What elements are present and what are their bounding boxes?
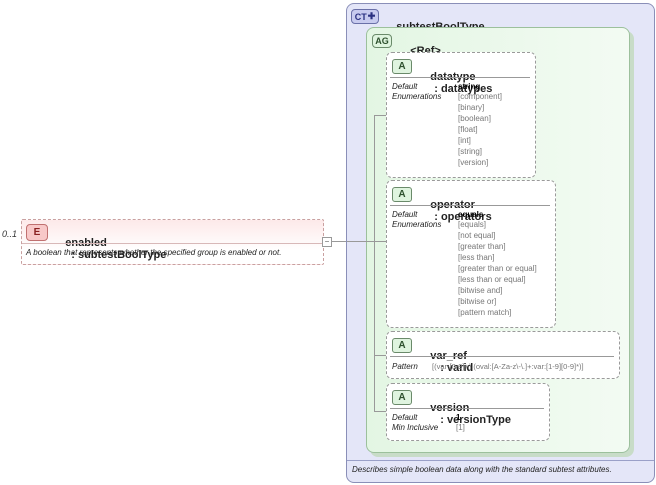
- element-type: : subtestBoolType: [71, 249, 167, 261]
- attribute-badge: A: [392, 187, 412, 202]
- default-value: 1: [456, 413, 461, 422]
- enumerations-label: Enumerations: [392, 92, 442, 101]
- attribute-type: : varid: [440, 362, 474, 374]
- enum-value: [less than]: [458, 253, 495, 262]
- attribute-operator[interactable]: A operator : operators Default equals En…: [386, 180, 556, 328]
- tree-branch-var-ref: [374, 355, 386, 356]
- tree-line-vertical: [374, 115, 375, 412]
- enum-value: [component]: [458, 92, 503, 101]
- attribute-version[interactable]: A version : versionType Default 1 Min In…: [386, 383, 550, 441]
- enum-value: [greater than or equal]: [458, 264, 537, 273]
- complex-type-description: Describes simple boolean data along with…: [352, 465, 612, 474]
- enum-value: [int]: [458, 136, 471, 145]
- tree-branch-version: [374, 411, 386, 412]
- enum-value: [equals]: [458, 220, 487, 229]
- element-description: A boolean that represents whether the sp…: [26, 248, 282, 257]
- element-box[interactable]: E enabled : subtestBoolType A boolean th…: [21, 219, 324, 265]
- enumerations-label: Enumerations: [392, 220, 442, 229]
- pattern-value: [(var-[0-9]+)|(oval:[A-Za-z\-\.]+:var:[1…: [432, 362, 584, 371]
- enum-value: [version]: [458, 158, 489, 167]
- enum-value: [greater than]: [458, 242, 506, 251]
- complex-type-badge: CT✚: [351, 9, 379, 24]
- attribute-badge: A: [392, 338, 412, 353]
- attribute-type: : operators: [434, 211, 492, 223]
- attribute-badge: A: [392, 59, 412, 74]
- attribute-type: : datatypes: [434, 83, 493, 95]
- attribute-type: : versionType: [440, 414, 511, 426]
- element-badge: E: [26, 224, 48, 241]
- collapse-toggle[interactable]: −: [322, 237, 332, 247]
- enum-value: [bitwise or]: [458, 297, 497, 306]
- default-value: equals: [458, 210, 484, 219]
- connector-line: [331, 241, 347, 242]
- enum-value: [pattern match]: [458, 308, 512, 317]
- default-label: Default: [392, 413, 418, 422]
- element-multiplicity: 0..1: [2, 229, 18, 239]
- min-inclusive-value: [1]: [456, 423, 465, 432]
- min-inclusive-label: Min Inclusive: [392, 423, 439, 432]
- enum-value: [bitwise and]: [458, 286, 503, 295]
- default-value: string: [458, 82, 481, 91]
- attribute-var-ref[interactable]: A var_ref : varid Pattern [(var-[0-9]+)|…: [386, 331, 620, 379]
- tree-branch-operator: [374, 241, 386, 242]
- tree-line-entry: [347, 241, 375, 242]
- enum-value: [not equal]: [458, 231, 496, 240]
- pattern-label: Pattern: [392, 362, 418, 371]
- tree-branch-datatype: [374, 115, 386, 116]
- enum-value: [boolean]: [458, 114, 491, 123]
- enum-value: [float]: [458, 125, 478, 134]
- attribute-datatype[interactable]: A datatype : datatypes Default string En…: [386, 52, 536, 178]
- enum-value: [less than or equal]: [458, 275, 526, 284]
- enum-value: [string]: [458, 147, 483, 156]
- default-label: Default: [392, 82, 418, 91]
- attribute-group-badge: AG: [372, 34, 392, 48]
- default-label: Default: [392, 210, 418, 219]
- attribute-badge: A: [392, 390, 412, 405]
- enum-value: [binary]: [458, 103, 485, 112]
- expand-icon: ✚: [367, 11, 376, 21]
